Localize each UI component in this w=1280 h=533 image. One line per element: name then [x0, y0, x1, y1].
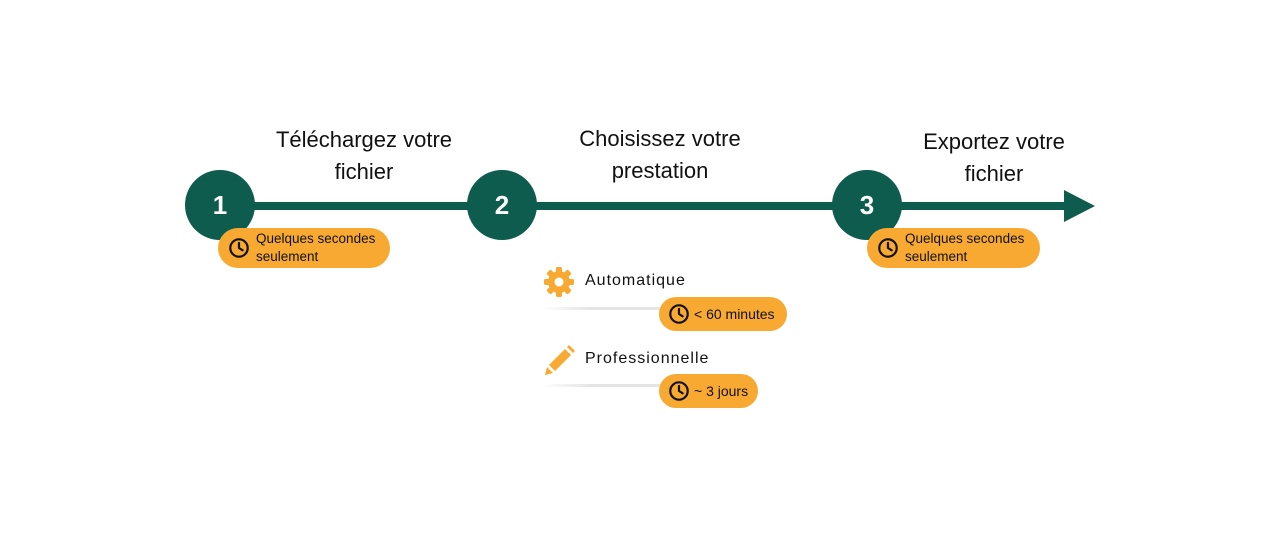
clock-icon — [878, 238, 898, 258]
pencil-icon — [545, 345, 575, 375]
option-professionnelle-divider — [540, 384, 740, 387]
clock-icon — [669, 381, 689, 401]
step-2-circle: 2 — [467, 170, 537, 240]
step-1-title: Téléchargez votre fichier — [275, 127, 453, 184]
timeline-line — [220, 202, 1070, 210]
step-2-title: Choisissez votre prestation — [579, 126, 741, 183]
option-automatique-label: Automatique — [585, 272, 686, 289]
gear-icon — [544, 267, 574, 297]
option-professionnelle-duration-badge: ~ 3 jours — [659, 374, 758, 408]
clock-icon — [229, 238, 249, 258]
step-3-title: Exportez votre fichier — [923, 129, 1065, 186]
option-professionnelle-label: Professionnelle — [585, 350, 710, 367]
step-3-duration-badge: Quelques secondes seulement — [867, 228, 1040, 268]
step-3-circle: 3 — [832, 170, 902, 240]
timeline-arrowhead-icon — [1064, 190, 1095, 222]
clock-icon — [669, 304, 689, 324]
step-1-circle: 1 — [185, 170, 255, 240]
option-automatique-divider — [540, 307, 740, 310]
step-1-duration-badge: Quelques secondes seulement — [218, 228, 390, 268]
option-automatique-duration-badge: < 60 minutes — [659, 297, 787, 331]
